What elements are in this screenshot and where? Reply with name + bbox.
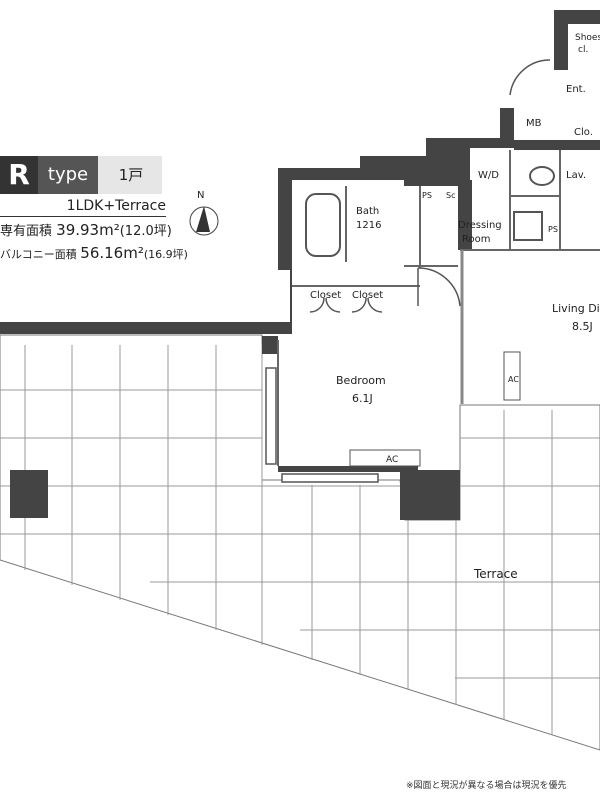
type-word: type (38, 156, 98, 194)
terrace-tile-grid (0, 345, 600, 735)
label-shoes: Shoes (575, 33, 600, 43)
bathtub (305, 193, 341, 257)
label-bath: Bath (356, 206, 379, 217)
north-compass-icon: N (189, 190, 219, 236)
label-sc: Sc (446, 191, 455, 200)
label-mb: MB (526, 118, 542, 129)
type-bar: R type 1戸 (0, 156, 162, 194)
label-terrace: Terrace (473, 567, 518, 581)
label-bedroom-size: 6.1J (352, 392, 373, 405)
unit-info-panel: R type 1戸 1LDK+Terrace 専有面積 39.93m²(12.0… (0, 150, 188, 270)
exclusive-area: 専有面積 39.93m²(12.0坪) (0, 221, 172, 239)
terrace-outline (0, 334, 600, 751)
label-clo: Clo. (574, 127, 593, 138)
label-ps-2: PS (548, 225, 558, 234)
bedroom-ac-unit (349, 449, 421, 467)
label-ac-living: AC (508, 375, 519, 384)
divider (0, 216, 166, 217)
living-ac-unit (503, 351, 521, 401)
label-wd: W/D (478, 170, 499, 181)
door-swings (309, 59, 551, 313)
label-entrance: Ent. (566, 84, 586, 95)
label-closet-2: Closet (352, 290, 383, 301)
toilet (529, 166, 555, 186)
label-ps-1: PS (422, 191, 432, 200)
walls (0, 10, 600, 520)
unit-count: 1戸 (118, 166, 144, 184)
terrace-pillar (10, 470, 48, 518)
label-closet-1: Closet (310, 290, 341, 301)
type-letter: R (0, 156, 38, 194)
footnote: ※図面と現況が異なる場合は現況を優先 (406, 781, 567, 791)
label-dressing-room: Room (462, 234, 490, 245)
label-ac-bedroom: AC (386, 455, 398, 465)
interior-lines (277, 150, 600, 466)
wash-basin (513, 211, 543, 241)
bedroom-door-window (281, 473, 379, 483)
bedroom-window (265, 367, 277, 465)
label-lav: Lav. (566, 170, 586, 181)
balcony-area: バルコニー面積 56.16m²(16.9坪) (0, 244, 188, 262)
label-bedroom: Bedroom (336, 374, 386, 387)
label-living: Living Di (552, 302, 600, 315)
label-living-size: 8.5J (572, 320, 593, 333)
label-dressing: Dressing (458, 220, 502, 231)
label-bath-size: 1216 (356, 220, 381, 231)
label-closet-small: cl. (578, 45, 588, 55)
svg-text:N: N (197, 190, 204, 201)
layout-type: 1LDK+Terrace (66, 198, 166, 214)
